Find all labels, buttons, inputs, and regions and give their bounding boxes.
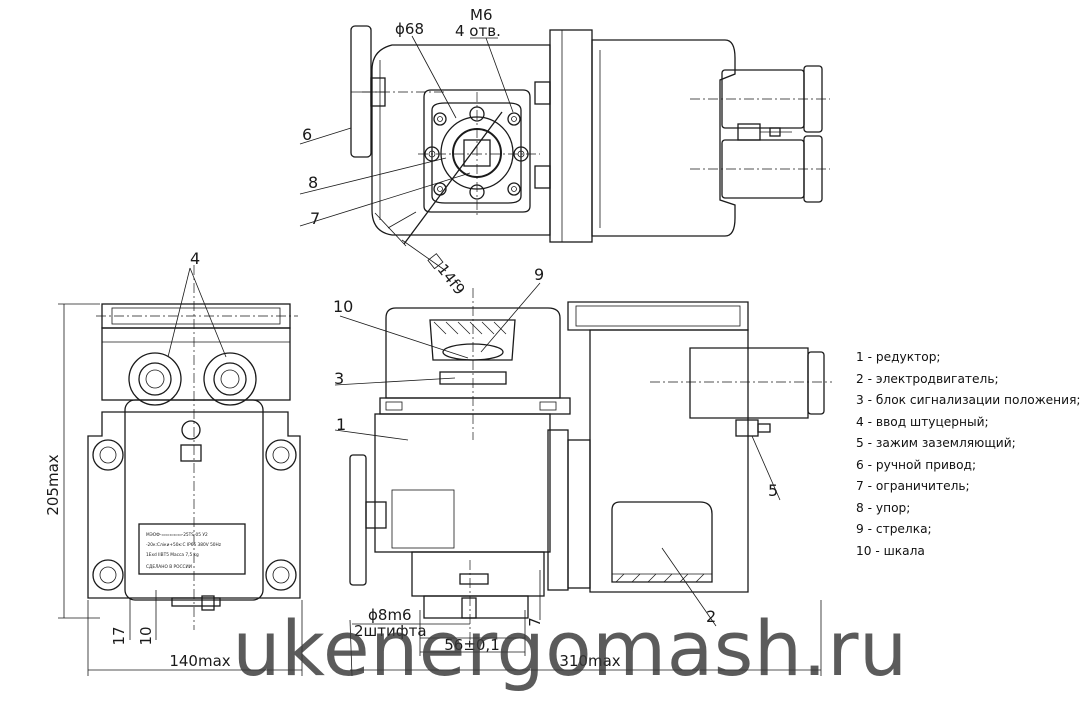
- plate-line-3: 1Exd IIBT5 Масса 7,5 kg: [146, 552, 199, 558]
- callout-2: 2: [706, 607, 716, 626]
- dim-width-max: 140max: [169, 652, 230, 670]
- legend-item: 5 - зажим заземляющий;: [856, 436, 1016, 450]
- callout-3: 3: [334, 369, 344, 388]
- callout-1: 1: [336, 415, 346, 434]
- dim-pins: 2штифта: [354, 622, 427, 640]
- legend-item: 6 - ручной привод;: [856, 457, 977, 472]
- legend-item: 8 - упор;: [856, 500, 911, 515]
- dim-thread: M6: [470, 6, 493, 24]
- dim-length-max: 310max: [559, 652, 620, 670]
- callout-7: 7: [310, 209, 320, 228]
- legend-item: 2 - электродвигатель;: [856, 371, 999, 386]
- legend-item: 1 - редуктор;: [856, 350, 941, 364]
- legend-item: 9 - стрелка;: [856, 522, 932, 536]
- top-view: [299, 25, 830, 272]
- dim-17: 17: [110, 626, 128, 645]
- legend-item: 4 - ввод штуцерный;: [856, 414, 989, 429]
- legend-item: 3 - блок сигнализации положения;: [856, 393, 1081, 407]
- parts-legend: 1 - редуктор; 2 - электродвигатель; 3 - …: [856, 347, 1081, 562]
- callout-5: 5: [768, 481, 778, 500]
- callout-9: 9: [534, 265, 544, 284]
- dim-10: 10: [137, 626, 155, 645]
- legend-item: 10 - шкала: [856, 543, 925, 558]
- dim-7: 7: [526, 617, 544, 627]
- legend-item: 7 - ограничитель;: [856, 479, 970, 493]
- callout-8: 8: [308, 173, 318, 192]
- front-view: [58, 265, 303, 676]
- dim-flange-diameter: ϕ68: [395, 20, 424, 38]
- dim-square-shaft: □14f9: [425, 249, 469, 298]
- side-view: [334, 282, 832, 677]
- callout-10: 10: [333, 297, 353, 316]
- plate-line-4: СДЕЛАНО В РОССИИ: [146, 564, 192, 570]
- plate-line-1: МЭОФ-▭▭▭▭▭-25ТS-05 У2: [146, 532, 208, 538]
- dim-shaft-diameter: ϕ8m6: [368, 606, 412, 624]
- dim-pin-spacing: 56±0,1: [444, 636, 500, 654]
- dim-height-max: 205max: [44, 454, 62, 515]
- dim-holes: 4 отв.: [455, 22, 501, 40]
- callout-4: 4: [190, 249, 200, 268]
- plate-line-2: -20к:Сліки+50к:С IP65 380V 50Hz: [146, 542, 222, 548]
- callout-6: 6: [302, 125, 312, 144]
